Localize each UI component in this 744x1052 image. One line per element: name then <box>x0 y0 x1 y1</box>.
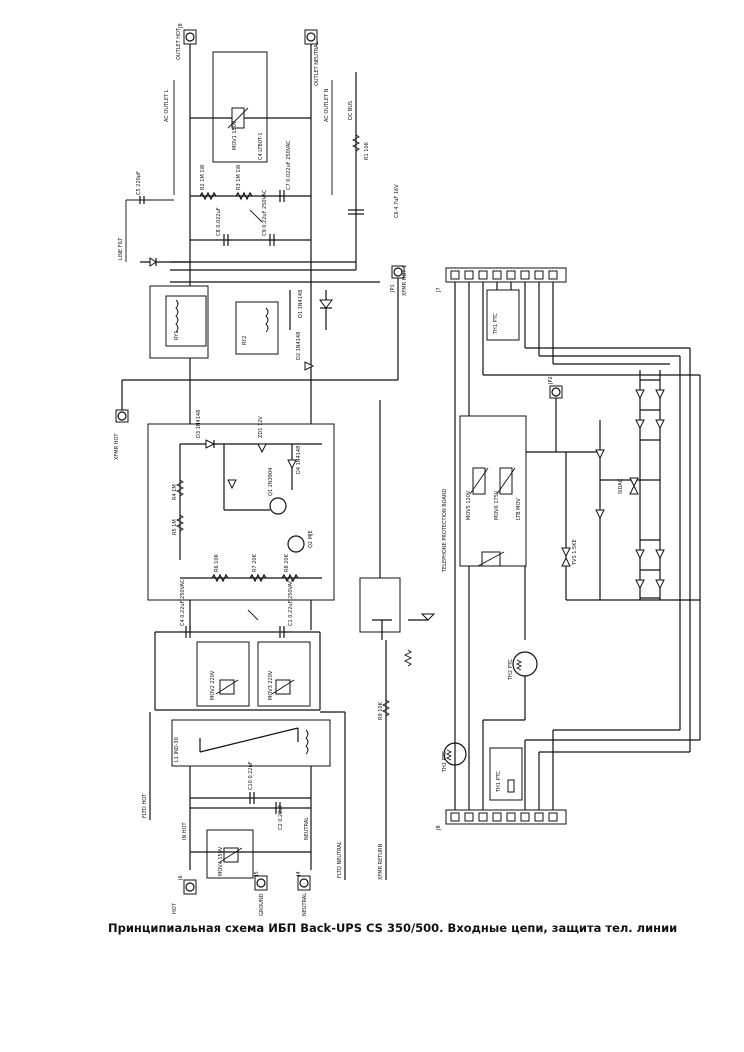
mov4-label: MOV4 150V <box>218 846 224 876</box>
phone-connector-top: J7 <box>436 267 567 293</box>
xfmr-return-label: XFMR RETURN <box>378 844 384 881</box>
th-box-top <box>486 289 520 341</box>
hot-label: HOT <box>172 902 178 914</box>
q1-label: Q1 2N3904 <box>268 468 274 496</box>
outlet-hot-connector: J8 OUTLET HOT <box>176 23 197 60</box>
j6-label: J6 <box>178 875 184 881</box>
th1-label: TH1 PTC <box>442 751 448 773</box>
outlet-neutral-label: OUTLET NEUTRAL <box>314 41 320 86</box>
th1-top-label: TH1 PTC <box>493 313 499 335</box>
ltb-mov-label: LTB MOV <box>516 498 522 520</box>
xfmr-hot-connector: XFMR HOT <box>114 409 129 460</box>
outlet-hot-label: OUTLET HOT <box>176 27 182 60</box>
jp1-connector: JP1 XFMR HOT 1 <box>390 265 408 296</box>
ac-outlet-l-label: AC OUTLET L <box>164 89 170 122</box>
control-circuit-box <box>147 423 335 601</box>
j8-label: J8 <box>436 825 442 831</box>
r9-label: R9 10K <box>378 701 384 720</box>
hot-connector: HOT J6 <box>172 875 197 914</box>
l1-label: L1 IND-30 <box>174 737 180 762</box>
mov3-label: MOV3 220V <box>268 670 274 700</box>
c5-label: C5 220pF <box>136 171 142 195</box>
c10-label: C10 0.22uF <box>248 761 254 790</box>
mov5-label: MOV5 120V <box>466 490 472 520</box>
r1-label: R1 10K <box>364 141 370 160</box>
relay-ry1: RY1 <box>149 285 209 359</box>
d1-label: D1 1N4148 <box>298 290 304 318</box>
r2-label: R2 1M 1W <box>200 164 206 190</box>
ry1-label: RY1 <box>174 331 180 340</box>
ac-outlet-n-label: AC OUTLET N <box>324 88 330 122</box>
c1-label: C1 0.22uF 250VAC <box>288 579 294 626</box>
r7-label: R7 20K <box>252 553 258 572</box>
phone-protection-box <box>459 415 527 567</box>
r3-label: R3 1M 1W <box>236 164 242 190</box>
c9-label: C9 0.22uF 250VAC <box>262 189 268 236</box>
svg-text:J8: J8 <box>178 23 184 29</box>
mov-box-2 <box>196 641 250 707</box>
th-bottom-label: TH1 PTC <box>496 771 502 793</box>
in-hot-label: IN HOT <box>182 822 188 840</box>
sidac-label: SIDAC <box>618 478 624 494</box>
c7-label: C7 0.022uF 250VAC <box>286 140 292 190</box>
fltd-neutral-label: FLTD NEUTRAL <box>337 841 343 878</box>
outlet-neutral-connector: OUTLET NEUTRAL <box>304 29 320 86</box>
mov-box-top <box>212 51 268 163</box>
neutral-label: NEUTRAL <box>302 893 308 916</box>
c2-label: C2 0.22uF <box>278 804 284 830</box>
c8-label: C8 0.022uF <box>216 207 222 236</box>
jp2-label: JP2 <box>548 376 554 385</box>
tvs-label: TVS 1.5KE <box>572 539 578 566</box>
c6-label: C6 4.7uF 16V <box>394 184 400 218</box>
q2-label: Q2 MJE <box>308 530 314 548</box>
r4-label: R4 1M <box>172 484 178 500</box>
phone-connector-bottom: J8 <box>436 809 567 831</box>
line-filt-label: LINE FILT <box>118 237 124 260</box>
mov6-label: MOV6 175V <box>494 490 500 520</box>
c4-line-top: C4 LTB0T-1 <box>258 132 264 160</box>
r5-label: R5 1M <box>172 519 178 535</box>
ground-label: GROUND <box>259 893 265 916</box>
jp1-label: JP1 <box>390 284 396 293</box>
q3-box <box>359 577 401 633</box>
d3-label: D3 1N4148 <box>196 410 202 438</box>
jp2-connector: JP2 <box>548 376 563 399</box>
th1-symbol <box>443 742 467 766</box>
r6-label: R6 10K <box>214 553 220 572</box>
neutral-top-label: NEUTRAL <box>304 817 310 840</box>
ry2-label: RY2 <box>242 336 248 345</box>
neutral-connector: NEUTRAL J4 <box>296 871 311 916</box>
xfmr-hot-label: XFMR HOT <box>114 433 120 460</box>
c4-label: C4 0.22uF 250VAC <box>180 579 186 626</box>
d2-label: D2 1N4148 <box>296 332 302 360</box>
r8-label: R8 20K <box>284 553 290 572</box>
j7-label: J7 <box>436 287 442 293</box>
j5-label: J5 <box>254 871 260 877</box>
mov-box-3 <box>257 641 311 707</box>
zd1-label: ZD1 12V <box>258 416 264 438</box>
xfmr-hot2-label: XFMR HOT 1 <box>402 265 408 296</box>
relay-ry2: RY2 <box>235 301 279 355</box>
phone-prot-label: TELEPHONE PROTECTION BOARD <box>442 489 448 573</box>
mov2-label: MOV2 220V <box>210 670 216 700</box>
d4-label: D4 1N4148 <box>296 446 302 474</box>
j4-label: J4 <box>296 871 302 877</box>
diagram-caption: Принципиальная схема ИБП Back-UPS CS 350… <box>108 921 678 935</box>
mov1-label: MOV1 150V <box>232 120 238 150</box>
th2-label: TH2 PTC <box>508 659 514 681</box>
dc-bus-label: DC BUS <box>348 101 354 120</box>
ground-connector: GROUND J5 <box>254 871 268 916</box>
inductor-l1-box <box>171 719 331 767</box>
fltd-hot-label: FLTD HOT <box>142 793 148 818</box>
th-box-bottom <box>489 747 523 801</box>
